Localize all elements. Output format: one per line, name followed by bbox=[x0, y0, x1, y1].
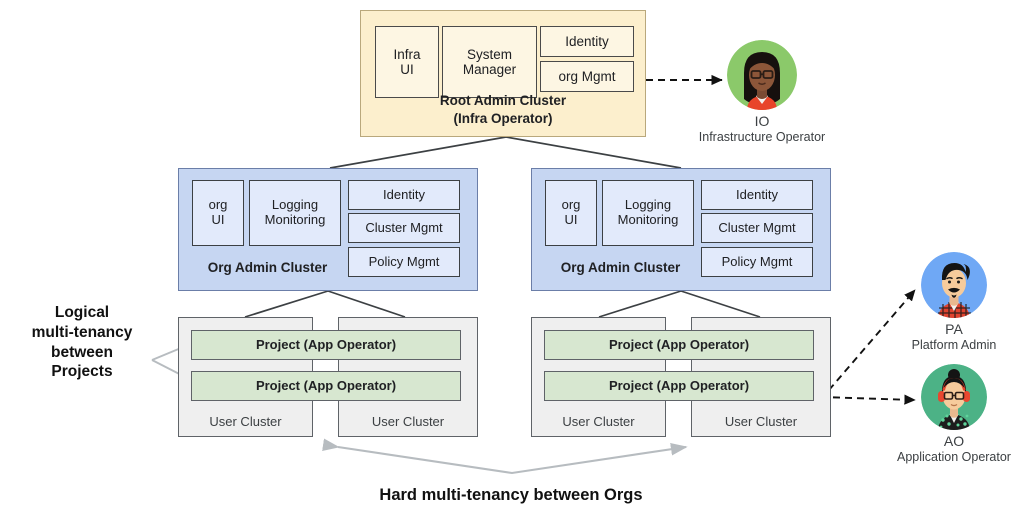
application-operator-abbr: AO bbox=[943, 433, 965, 449]
org-right-component-org-ui-line1: org bbox=[561, 197, 581, 213]
root-component-infra-ui-line1: Infra bbox=[393, 46, 421, 62]
user-cluster-left-1-label: User Cluster bbox=[209, 413, 282, 429]
org-right-component-org-ui[interactable]: org UI bbox=[545, 180, 597, 246]
user-cluster-left-2-label: User Cluster bbox=[371, 413, 445, 429]
infrastructure-operator-abbr: IO bbox=[754, 113, 770, 129]
org-left-component-identity[interactable]: Identity bbox=[348, 180, 460, 210]
org-right-component-policy-mgmt[interactable]: Policy Mgmt bbox=[701, 247, 813, 277]
project-right-1[interactable]: Project (App Operator) bbox=[544, 330, 814, 360]
org-right-component-logging-monitoring[interactable]: Logging Monitoring bbox=[602, 180, 694, 246]
org-left-component-org-ui-line2: UI bbox=[211, 212, 225, 227]
logical-multitenancy-line-3: between bbox=[50, 343, 113, 361]
org-admin-cluster-left-title: Org Admin Cluster bbox=[207, 260, 328, 276]
root-admin-cluster-title-line2: (Infra Operator) bbox=[453, 111, 553, 127]
application-operator-role: Application Operator bbox=[897, 450, 1011, 464]
org-right-component-identity[interactable]: Identity bbox=[701, 180, 813, 210]
logical-multitenancy-line-4: Projects bbox=[51, 363, 113, 381]
org-left-component-org-ui[interactable]: org UI bbox=[192, 180, 244, 246]
platform-admin-avatar bbox=[921, 252, 987, 318]
hard-multitenancy-label: Hard multi-tenancy between Orgs bbox=[379, 486, 643, 504]
root-component-infra-ui-line2: UI bbox=[400, 62, 414, 77]
org-right-component-logging-line2: Monitoring bbox=[617, 212, 679, 227]
org-right-component-org-ui-line2: UI bbox=[564, 212, 578, 227]
root-component-system-manager-line1: System bbox=[466, 46, 512, 62]
persona-infrastructure-operator[interactable]: IO Infrastructure Operator bbox=[692, 40, 832, 144]
org-left-component-cluster-mgmt[interactable]: Cluster Mgmt bbox=[348, 213, 460, 243]
project-left-1[interactable]: Project (App Operator) bbox=[191, 330, 461, 360]
infrastructure-operator-avatar bbox=[727, 40, 797, 110]
org-left-component-policy-mgmt[interactable]: Policy Mgmt bbox=[348, 247, 460, 277]
org-right-component-logging-line1: Logging bbox=[624, 197, 672, 213]
infrastructure-operator-role: Infrastructure Operator bbox=[698, 130, 826, 144]
logical-multitenancy-line-1: Logical bbox=[54, 304, 110, 321]
logical-multitenancy-line-2: multi-tenancy bbox=[31, 323, 133, 341]
root-component-system-manager[interactable]: System Manager bbox=[442, 26, 537, 98]
root-component-infra-ui[interactable]: Infra UI bbox=[375, 26, 439, 98]
root-admin-cluster-title-line1: Root Admin Cluster bbox=[439, 93, 567, 109]
user-cluster-right-2-label: User Cluster bbox=[724, 413, 798, 429]
root-component-org-mgmt[interactable]: org Mgmt bbox=[540, 61, 634, 92]
user-cluster-right-1-label: User Cluster bbox=[562, 413, 635, 429]
project-right-2[interactable]: Project (App Operator) bbox=[544, 371, 814, 401]
platform-admin-abbr: PA bbox=[945, 321, 963, 337]
person-avatar-mustache-plaid-icon bbox=[921, 252, 987, 318]
platform-admin-role: Platform Admin bbox=[911, 338, 997, 352]
project-left-2[interactable]: Project (App Operator) bbox=[191, 371, 461, 401]
root-component-identity[interactable]: Identity bbox=[540, 26, 634, 57]
logical-multitenancy-label: Logical multi-tenancy between Projects bbox=[12, 303, 152, 382]
org-left-component-logging-line1: Logging bbox=[271, 197, 319, 213]
org-left-component-logging-monitoring[interactable]: Logging Monitoring bbox=[249, 180, 341, 246]
root-component-system-manager-line2: Manager bbox=[462, 62, 517, 77]
org-left-component-logging-line2: Monitoring bbox=[264, 212, 326, 227]
person-avatar-glasses-long-hair-icon bbox=[727, 40, 797, 110]
persona-platform-admin[interactable]: PA Platform Admin bbox=[886, 252, 1022, 352]
org-left-component-org-ui-line1: org bbox=[208, 197, 228, 213]
application-operator-avatar bbox=[921, 364, 987, 430]
org-admin-cluster-right-title: Org Admin Cluster bbox=[560, 260, 681, 276]
persona-application-operator[interactable]: AO Application Operator bbox=[886, 364, 1022, 464]
org-right-component-cluster-mgmt[interactable]: Cluster Mgmt bbox=[701, 213, 813, 243]
person-avatar-headphones-bun-icon bbox=[921, 364, 987, 430]
